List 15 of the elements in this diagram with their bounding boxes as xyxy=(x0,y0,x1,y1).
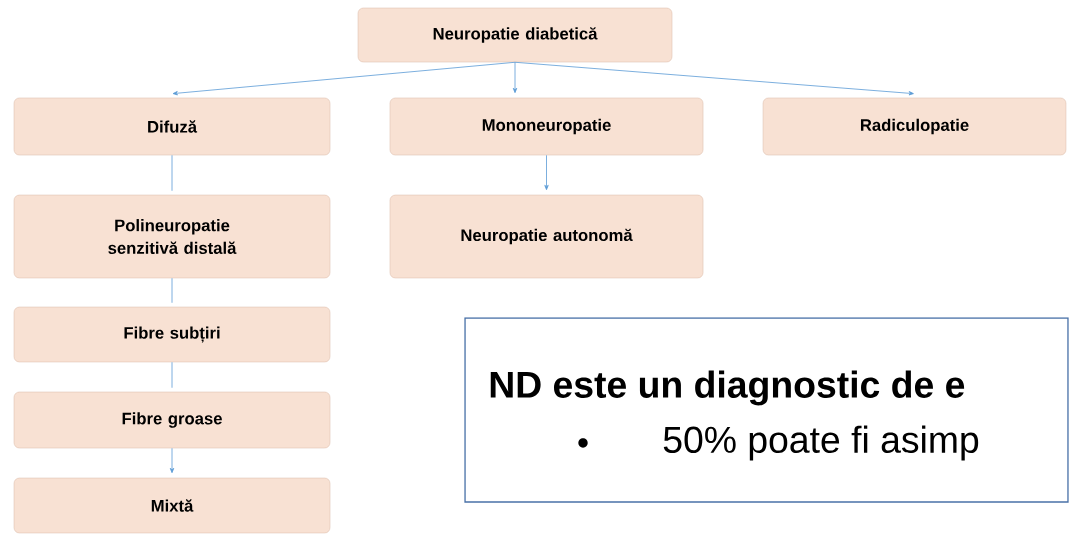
category-box: Mononeuropatie xyxy=(389,97,704,156)
text-box: ND este un diagnostic de e 50% poate fi asimp xyxy=(464,317,1069,503)
category-box: Polineuropatie senzitivă distală xyxy=(13,194,331,279)
arrow xyxy=(512,61,518,94)
arrow xyxy=(544,154,549,191)
category-box: Radiculopatie xyxy=(762,97,1067,156)
category-box: Neuropatie autonomă xyxy=(389,194,704,279)
arrow xyxy=(169,447,175,474)
arrow xyxy=(514,61,914,96)
arrow xyxy=(172,61,516,96)
category-box: Mixtă xyxy=(13,477,331,534)
category-box: Fibre groase xyxy=(13,391,331,449)
category-box: Difuză xyxy=(13,97,331,156)
category-box: Neuropatie diabetică xyxy=(357,7,673,63)
category-box: Fibre subțiri xyxy=(13,306,331,363)
